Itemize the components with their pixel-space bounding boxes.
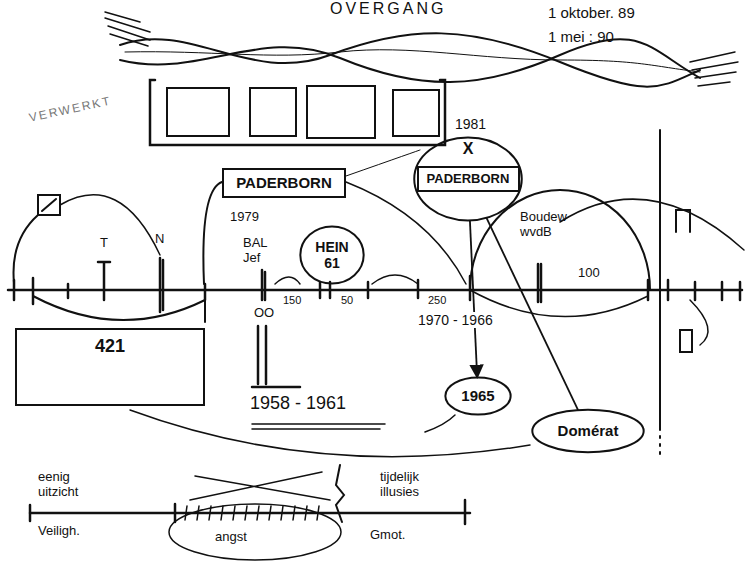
cross-lines [190, 472, 330, 500]
year-label: 1981 [455, 116, 486, 132]
connector-line [470, 220, 477, 377]
bracket [150, 80, 445, 145]
name-label: BAL Jef [243, 236, 277, 266]
curve [560, 199, 744, 250]
ellipse-outline [300, 226, 363, 283]
curve [425, 415, 455, 432]
small-square-mark [42, 199, 56, 211]
year-label: 1979 [230, 210, 259, 225]
node-text-area: 1965 [444, 376, 512, 416]
hatch-lines [690, 52, 738, 86]
curve [130, 410, 530, 457]
ellipse-outline [445, 378, 510, 415]
mark-letters: OO [254, 306, 274, 321]
name-label: Boudew wvdB [520, 210, 584, 240]
year-range: 1970 - 1966 [416, 312, 495, 328]
number-label: 100 [578, 266, 600, 281]
heading: OVERGANG [330, 0, 446, 18]
date-note: 1 mei : 90 [548, 28, 614, 45]
span-arc [275, 277, 300, 284]
note-label: Gmot. [370, 528, 405, 543]
ellipse-outline [532, 410, 643, 452]
squiggle [336, 465, 344, 522]
curve [60, 195, 160, 255]
timeline-axis [8, 289, 742, 292]
node-text-area: Domérat [530, 408, 646, 454]
connector-line [487, 218, 579, 410]
vertical-line [659, 436, 661, 460]
place-ellipse: Domérat [530, 408, 646, 454]
note-label: eenig uitzicht [38, 470, 100, 500]
span-arc [33, 296, 205, 320]
hatch-lines [105, 12, 150, 46]
node-text: X [463, 140, 474, 158]
node-text-area: HEIN 61 [299, 224, 365, 286]
stamp: VERWERKT [28, 95, 113, 126]
place-box: PADERBORN [417, 166, 520, 192]
number-label: 250 [428, 294, 446, 307]
braid-strand [125, 50, 700, 72]
node-text: 1965 [461, 387, 494, 404]
node-text-area: PADERBORN [419, 168, 518, 190]
curve [346, 182, 466, 284]
number-label: 150 [283, 294, 301, 307]
number-label: 50 [341, 294, 353, 307]
date-note: 1 oktober. 89 [548, 4, 635, 21]
curve [14, 215, 39, 283]
curve [346, 150, 420, 176]
small-mark [676, 210, 690, 232]
name-circle: HEIN 61 [299, 224, 365, 286]
span-arc [470, 290, 648, 317]
ellipse-outline [414, 138, 522, 221]
empty-box [250, 88, 296, 136]
curve [690, 300, 708, 345]
empty-box [393, 90, 439, 136]
place-box: PADERBORN [222, 168, 346, 198]
empty-box [167, 88, 229, 136]
node-text-area: 421 [17, 330, 203, 404]
curve [203, 182, 222, 284]
span-arc [372, 275, 418, 284]
bracket [252, 326, 300, 387]
node-text: Domérat [558, 422, 619, 439]
note-label: Veiligh. [38, 524, 80, 539]
place-circle: X PADERBORN [412, 134, 524, 224]
small-square [680, 330, 692, 352]
node-text: PADERBORN [427, 172, 510, 187]
small-square [38, 195, 60, 215]
vertical-line [659, 130, 661, 430]
empty-box [307, 86, 375, 138]
node-text: HEIN 61 [310, 239, 354, 271]
mark-letter: N [155, 232, 164, 247]
span-line [204, 300, 206, 322]
outline-ellipse [169, 504, 341, 560]
bottom-axis [30, 512, 470, 515]
braid-strand [120, 39, 700, 82]
note-label: tijdelijk illusies [380, 470, 460, 500]
year-range: 1958 - 1961 [250, 393, 346, 414]
node-text: PADERBORN [236, 174, 332, 191]
node-text: 421 [95, 336, 125, 357]
node-text-area: PADERBORN [224, 170, 344, 196]
note-label: angst [215, 530, 247, 545]
mark-letter: T [100, 236, 108, 251]
double-underline [252, 424, 385, 429]
year-circle: 1965 [444, 376, 512, 416]
count-box: 421 [15, 328, 205, 406]
